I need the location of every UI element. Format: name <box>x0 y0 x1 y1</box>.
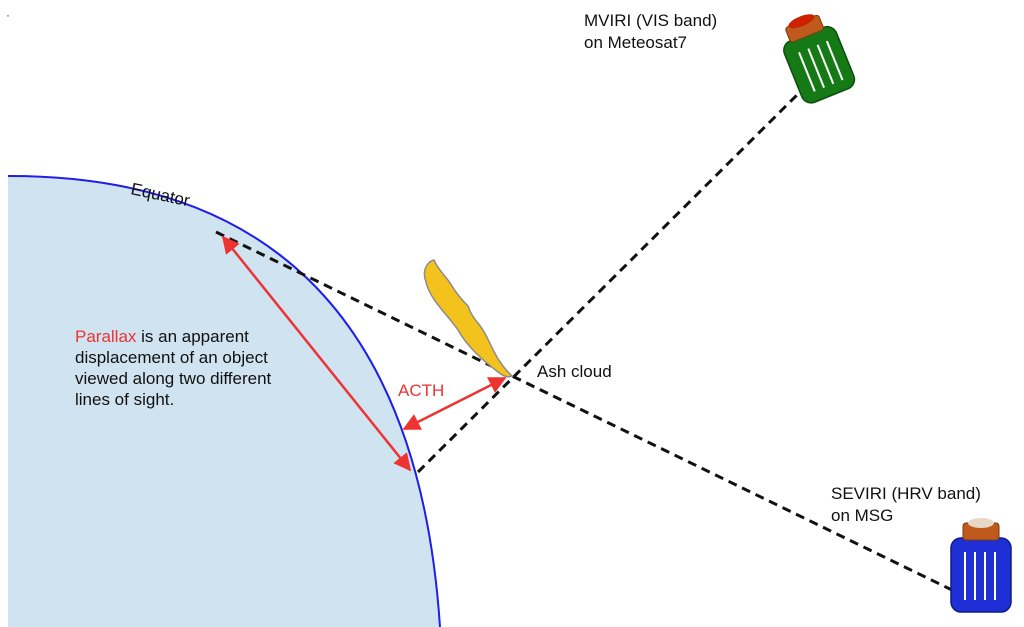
msg-satellite-icon <box>950 518 1012 613</box>
mviri-label-line2: on Meteosat7 <box>584 33 687 52</box>
parallax-text-line4: lines of sight. <box>75 390 174 409</box>
seviri-label-line2: on MSG <box>831 506 893 525</box>
ash-plume-icon <box>423 259 514 378</box>
acth-arrow <box>402 376 507 431</box>
parallax-text-line3: viewed along two different <box>75 369 272 388</box>
acth-label: ACTH <box>398 381 444 400</box>
parallax-text-rest: is an apparent <box>136 327 249 346</box>
line-of-sight-meteosat <box>416 84 808 474</box>
ash-cloud-label: Ash cloud <box>537 362 612 381</box>
meteosat-satellite-icon <box>783 14 856 104</box>
stray-mark: · <box>6 8 10 22</box>
parallax-keyword: Parallax <box>75 327 137 346</box>
earth-disc <box>8 175 440 627</box>
mviri-label-line1: MVIRI (VIS band) <box>584 11 717 30</box>
seviri-label-line1: SEVIRI (HRV band) <box>831 484 981 503</box>
parallax-text-line2: displacement of an object <box>75 348 268 367</box>
parallax-text-line1: Parallax is an apparent <box>75 327 249 346</box>
parallax-arrow <box>221 235 412 472</box>
